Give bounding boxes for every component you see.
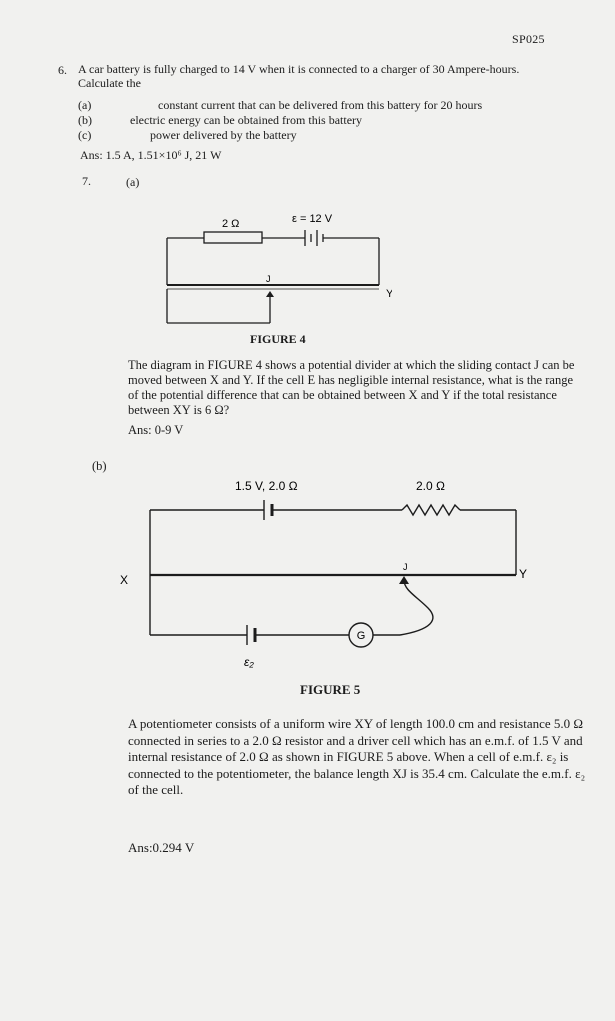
q7-part-a-label: (a)	[126, 175, 140, 189]
q7-part-b-label: (b)	[92, 459, 107, 473]
question-6-stem: A car battery is fully charged to 14 V w…	[78, 62, 520, 90]
q6-answer: Ans: 1.5 A, 1.51×10⁶ J, 21 W	[80, 148, 222, 162]
figure-4-caption: FIGURE 4	[250, 332, 306, 346]
fig4-emf-label: ε = 12 V	[292, 213, 333, 225]
fig5-galvanometer-label: G	[357, 630, 366, 642]
q7a-answer: Ans: 0-9 V	[128, 423, 184, 437]
q6-part-b-text: electric energy can be obtained from thi…	[130, 113, 363, 127]
fig5-cell-label: 1.5 V, 2.0 Ω	[235, 479, 298, 493]
figure-5-circuit: 1.5 V, 2.0 Ω 2.0 Ω J X Y G ε₂	[120, 479, 527, 669]
fig4-slider-arrow	[266, 291, 274, 297]
q7b-answer: Ans:0.294 V	[128, 840, 195, 855]
q6-part-c-text: power delivered by the battery	[150, 128, 297, 142]
q7b-text: A potentiometer consists of a uniform wi…	[128, 716, 586, 797]
fig5-x-label: X	[120, 573, 128, 587]
q6-part-c-label: (c)	[78, 128, 92, 142]
q6-part-b-label: (b)	[78, 113, 92, 127]
document-code: SP025	[512, 32, 545, 46]
fig4-y-label: Y	[386, 288, 392, 300]
figure-5-caption: FIGURE 5	[300, 682, 361, 697]
fig4-resistor	[203, 231, 263, 244]
question-6-number: 6.	[58, 63, 67, 77]
fig5-resistor-label: 2.0 Ω	[416, 479, 445, 493]
fig5-y-label: Y	[519, 567, 527, 581]
fig5-jockey-lead	[399, 579, 434, 636]
fig4-resistor-label: 2 Ω	[222, 218, 239, 230]
q7a-text: The diagram in FIGURE 4 shows a potentia…	[128, 358, 575, 417]
fig5-jockey-arrow	[399, 576, 409, 584]
q6-part-a-label: (a)	[78, 98, 92, 112]
q6-part-a-text: constant current that can be delivered f…	[158, 98, 483, 112]
fig4-j-label: J	[266, 274, 271, 284]
fig5-cell2-label: ε₂	[244, 655, 254, 669]
question-7-number: 7.	[82, 174, 91, 188]
fig5-j-label: J	[403, 562, 408, 572]
figure-4-circuit: 2 Ω ε = 12 V J X Y	[166, 213, 392, 324]
fig5-resistor-zigzag	[401, 503, 461, 517]
